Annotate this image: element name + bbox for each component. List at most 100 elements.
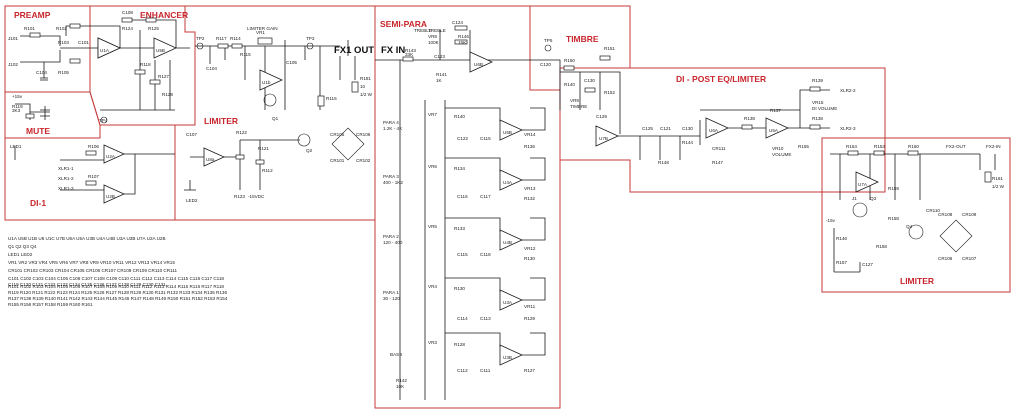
limiter-right-box (821, 137, 1011, 293)
svg-text:VR6: VR6 (428, 164, 437, 169)
svg-text:R101: R101 (24, 26, 35, 31)
svg-text:Q3: Q3 (870, 196, 877, 201)
svg-text:R133: R133 (454, 226, 465, 231)
svg-text:33K: 33K (405, 52, 414, 57)
svg-text:VR13: VR13 (524, 186, 536, 191)
svg-text:CR106: CR106 (356, 132, 371, 137)
svg-text:R121: R121 (258, 146, 269, 151)
svg-text:U1b: U1b (262, 80, 271, 85)
svg-text:XLR2-3: XLR2-3 (840, 126, 856, 131)
svg-text:R130: R130 (524, 256, 535, 261)
para2-range: 120 - 400 (383, 240, 403, 245)
svg-text:CR102: CR102 (356, 158, 371, 163)
svg-text:R148: R148 (658, 160, 669, 165)
svg-text:R103: R103 (58, 40, 69, 45)
svg-text:C108: C108 (122, 10, 133, 15)
svg-text:CR107: CR107 (962, 256, 977, 261)
svg-text:TP4: TP4 (99, 118, 108, 123)
svg-text:R147: R147 (712, 160, 723, 165)
svg-text:R105: R105 (58, 70, 69, 75)
svg-text:R143: R143 (405, 48, 416, 53)
svg-text:+15v: +15v (12, 94, 23, 99)
component-index-leds: LED1 LED2 (8, 252, 33, 257)
para3-range: 400 - 1K2 (383, 180, 403, 185)
svg-text:R127: R127 (524, 368, 535, 373)
svg-text:R137: R137 (770, 108, 781, 113)
fx-in-label: FX IN (381, 45, 405, 56)
svg-text:LED1: LED1 (10, 144, 22, 149)
svg-text:VR10: VR10 (772, 146, 784, 151)
svg-text:R129: R129 (524, 316, 535, 321)
svg-text:XLR1-3: XLR1-3 (58, 186, 74, 191)
svg-text:R128: R128 (162, 92, 173, 97)
svg-text:LED2: LED2 (186, 198, 198, 203)
svg-text:Q2: Q2 (306, 148, 313, 153)
svg-text:R125: R125 (148, 26, 159, 31)
para4-label: PARA 4 (383, 120, 399, 125)
svg-text:U7B: U7B (599, 136, 608, 141)
svg-text:R158: R158 (876, 244, 887, 249)
preamp-title: PREAMP (14, 10, 51, 20)
limiter-right-title: LIMITER (900, 276, 934, 286)
svg-text:U5B: U5B (503, 130, 512, 135)
svg-text:C125: C125 (642, 126, 653, 131)
svg-text:XLR2-2: XLR2-2 (840, 88, 856, 93)
svg-text:TREBLE: TREBLE (414, 28, 432, 33)
semipara-title: SEMI-PARA (380, 19, 427, 29)
svg-text:R124: R124 (122, 26, 133, 31)
svg-text:C117: C117 (480, 194, 491, 199)
svg-text:DI VOLUME: DI VOLUME (812, 106, 837, 111)
svg-text:U7A: U7A (858, 182, 868, 187)
svg-text:VR7: VR7 (428, 112, 437, 117)
svg-text:CR108: CR108 (938, 212, 953, 217)
svg-text:U3A: U3A (503, 300, 513, 305)
svg-text:C113: C113 (480, 316, 491, 321)
svg-text:C104: C104 (206, 66, 217, 71)
component-index-resistors: R101 R102 R103 R104 R105 R106 R107 R108 … (8, 284, 228, 307)
svg-text:Q1: Q1 (272, 116, 279, 121)
svg-text:C112: C112 (457, 368, 468, 373)
svg-text:R153: R153 (874, 144, 885, 149)
component-index-transistors: Q1 Q2 Q3 Q4 (8, 244, 37, 249)
svg-text:R150: R150 (908, 144, 919, 149)
svg-text:C124: C124 (452, 20, 463, 25)
component-index-capacitors: C101 C102 C103 C104 C105 C106 C107 C108 … (8, 276, 224, 287)
semi-para-circuit: U6B R143 33K TREBLE VR8 100K C124 R146 1… (375, 20, 546, 400)
svg-text:LIMITER GAIN: LIMITER GAIN (247, 26, 278, 31)
svg-text:VR14: VR14 (524, 132, 536, 137)
svg-text:R132: R132 (524, 196, 535, 201)
svg-text:U4A: U4A (503, 180, 513, 185)
svg-text:VOLUME: VOLUME (772, 152, 791, 157)
dipost-title: DI - POST EQ/LIMITER (676, 74, 766, 84)
section-boxes (4, 5, 1011, 409)
bass-label: BASS (390, 352, 402, 357)
svg-text:VR11: VR11 (524, 304, 536, 309)
para3-label: PARA 3 (383, 174, 399, 179)
enhancer-title: ENHANCER (140, 10, 188, 20)
svg-text:U5A: U5A (769, 128, 779, 133)
svg-text:1K: 1K (436, 78, 443, 83)
timbre-circuit: TP5 C120 R150 R151 R140 C130 VR9 TIMBRE … (500, 38, 621, 147)
enhancer-circuit: C108 R124 R125 U5B R118 R127 R128 TP4 (99, 10, 190, 124)
svg-text:-15VDC: -15VDC (248, 194, 265, 199)
svg-text:R138: R138 (812, 116, 823, 121)
svg-text:VR8: VR8 (428, 34, 437, 39)
svg-text:CR111: CR111 (712, 146, 726, 151)
svg-text:R142: R142 (396, 378, 407, 383)
svg-text:Q4: Q4 (906, 224, 913, 229)
svg-text:R152: R152 (604, 90, 615, 95)
svg-text:CR109: CR109 (962, 212, 977, 217)
svg-text:C104: C104 (36, 70, 47, 75)
component-index-opamps: U1A U5B U1B U6 U1C U7B U6A U5A U3B U4A U… (8, 236, 166, 241)
di1-title: DI-1 (30, 198, 46, 208)
svg-text:R117: R117 (216, 36, 227, 41)
dipost-box (559, 67, 886, 193)
para2-label: PARA 2 (383, 234, 399, 239)
svg-text:R106: R106 (88, 144, 99, 149)
preamp-circuit: R101 R102 R103 C101 C104 R105 U1A J101 J… (8, 23, 130, 81)
component-index-pots: VR1 VR2 VR3 VR4 VR5 VR6 VR7 VR8 VR9 VR10… (8, 260, 175, 265)
limiter-right-circuit: U7A R154 R153 R150 R159 R158 J1 Q3 Q4 CR… (826, 144, 1005, 273)
svg-text:J1: J1 (852, 196, 857, 201)
svg-text:R112: R112 (262, 168, 273, 173)
